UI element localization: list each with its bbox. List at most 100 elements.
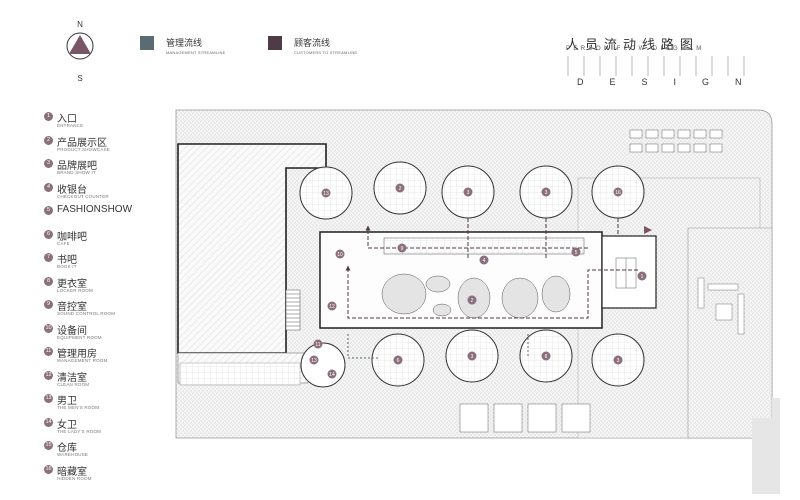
room-name-cn: 收银台 (57, 184, 87, 196)
title-tick-marks (567, 56, 745, 76)
room-name-cn: 清洁室 (57, 372, 87, 384)
room-label-clean: 12 (329, 304, 335, 310)
compass-icon (66, 32, 94, 60)
room-name-cn: 仓库 (57, 443, 77, 454)
room-name-cn: 女卫 (57, 419, 77, 431)
room-label-sound: 9 (401, 246, 404, 252)
legend-customers-cn: 顾客流线 (294, 38, 331, 48)
room-legend-item: 10 设备间 EQUIPMENT ROOM (44, 322, 184, 346)
room-label-mens: 13 (311, 358, 317, 364)
room-legend-item: 4 收银台 CHECKOUT COUNTER (44, 181, 184, 205)
room-number-badge: 9 (44, 300, 53, 309)
room-name-en: BRAND SHOW IT (57, 170, 96, 175)
room-name-cn: 更衣室 (57, 278, 87, 290)
room-name-en: CAFE (57, 240, 70, 246)
entrance-arrow-icon (644, 226, 652, 234)
room-name-cn: 管理用房 (57, 349, 97, 360)
management-streamline-swatch (140, 36, 154, 50)
room-legend-list: 1 入口 ENTRANCE 2 产品展示区 PRODUCT SHOWCASE 3… (44, 110, 184, 486)
room-name-en: SOUND CONTROL ROOM (57, 311, 116, 316)
room-name-cn: 音控室 (57, 302, 87, 313)
room-number-badge: 6 (44, 229, 53, 239)
floor-plan: 13 2 3 3 16 6 3 8 3 1 4 10 9 2 5 11 12 1… (175, 109, 780, 494)
room-name-cn: 男卫 (57, 396, 77, 407)
compass-north-label: N (77, 20, 83, 29)
room-legend-item: 7 书吧 BOOK IT (44, 251, 184, 275)
room-label-8: 8 (545, 354, 548, 360)
room-number-badge: 1 (44, 112, 53, 121)
room-number-badge: 13 (44, 394, 53, 403)
room-number-badge: 4 (44, 182, 53, 192)
room-name-en: ENTRANCE (57, 123, 84, 128)
room-name-cn: 入口 (57, 114, 77, 125)
room-legend-item: 6 咖啡吧 CAFE (44, 228, 184, 252)
room-number-badge: 3 (44, 159, 53, 168)
room-number-badge: 11 (44, 347, 53, 356)
room-legend-item: 9 音控室 SOUND CONTROL ROOM (44, 298, 184, 322)
room-number-badge: 15 (44, 441, 53, 450)
room-label-mgmt: 11 (315, 342, 320, 348)
room-number-badge: 14 (44, 417, 53, 427)
room-name-en: CLEAN ROOM (57, 381, 90, 387)
room-name-en: THE MEN'S ROOM (57, 405, 100, 410)
customers-streamline-swatch (268, 36, 282, 50)
room-number-badge: 10 (44, 323, 53, 333)
room-number-badge: 2 (44, 135, 53, 145)
compass: N S (62, 20, 98, 84)
room-name-en: MANAGEMENT ROOM (57, 358, 108, 363)
room-legend-item: 2 产品展示区 PRODUCT SHOWCASE (44, 134, 184, 158)
room-label-entrance: 1 (641, 274, 644, 280)
room-label-checkout: 4 (483, 258, 486, 264)
room-name-en: BOOK IT (57, 264, 77, 269)
room-label-ladys: 14 (329, 372, 335, 378)
room-label-equipment: 10 (337, 252, 343, 258)
room-name-en: EQUIPMENT ROOM (57, 334, 102, 340)
room-label-16: 16 (615, 190, 621, 196)
room-name-cn: 设备间 (57, 325, 87, 337)
room-name-cn: 暗藏室 (57, 466, 87, 478)
room-number-badge: 5 (44, 206, 53, 215)
room-name-en: HIDDEN ROOM (57, 475, 92, 481)
room-number-badge: 12 (44, 370, 53, 380)
compass-south-label: S (77, 74, 83, 83)
room-number-badge: 16 (44, 464, 53, 474)
room-name-cn: 品牌展吧 (57, 161, 97, 172)
legend-management-cn: 管理流线 (166, 38, 203, 48)
diagram-title-en: PERSON FLOW DIAGRAM (566, 46, 705, 52)
room-legend-item: 13 男卫 THE MEN'S ROOM (44, 392, 184, 416)
room-label-bottom-3b: 3 (617, 358, 620, 364)
room-name-en: THE LADY'S ROOM (57, 428, 102, 434)
room-name-cn: 产品展示区 (57, 137, 107, 149)
room-label-bottom-3: 3 (471, 354, 474, 360)
room-name-cn: 书吧 (57, 255, 77, 266)
room-legend-item: 14 女卫 THE LADY'S ROOM (44, 416, 184, 440)
room-label-top-3a: 3 (467, 190, 470, 196)
room-legend-item: 8 更衣室 LOCKER ROOM (44, 275, 184, 299)
room-name-en: PRODUCT SHOWCASE (57, 146, 110, 152)
room-name-cn: FASHIONSHOW (57, 204, 133, 215)
room-label-top-3b: 3 (545, 190, 548, 196)
room-number-badge: 8 (44, 276, 53, 286)
legend-management-en: MANAGEMENT STREAMLINE (166, 50, 226, 55)
entrance-area (601, 235, 657, 309)
room-legend-item: 11 管理用房 MANAGEMENT ROOM (44, 345, 184, 369)
diagram-design-label: DESIGN (577, 77, 768, 87)
room-legend-item: 3 品牌展吧 BRAND SHOW IT (44, 157, 184, 181)
room-label-13: 13 (323, 191, 329, 197)
room-label-top-2: 2 (399, 186, 402, 192)
room-name-en: LOCKER ROOM (57, 287, 93, 293)
room-name-en: WAREHOUSE (57, 452, 89, 457)
room-label-6: 6 (397, 358, 400, 364)
legend-customers-en: CUSTOMERS TO STREAMLINE (294, 50, 358, 55)
diagram-title-cn: 人员流动线路图 (566, 37, 700, 52)
room-legend-item: 15 仓库 WAREHOUSE (44, 439, 184, 463)
room-name-en: CHECKOUT COUNTER (57, 193, 109, 199)
room-number-badge: 7 (44, 253, 53, 262)
room-label-fashion: 5 (575, 250, 578, 256)
room-legend-item: 1 入口 ENTRANCE (44, 110, 184, 134)
room-legend-item: 5 FASHIONSHOW (44, 204, 184, 228)
room-name-cn: 咖啡吧 (57, 231, 87, 243)
room-label-product: 2 (471, 298, 474, 304)
room-legend-item: 12 清洁室 CLEAN ROOM (44, 369, 184, 393)
room-legend-item: 16 暗藏室 HIDDEN ROOM (44, 463, 184, 487)
